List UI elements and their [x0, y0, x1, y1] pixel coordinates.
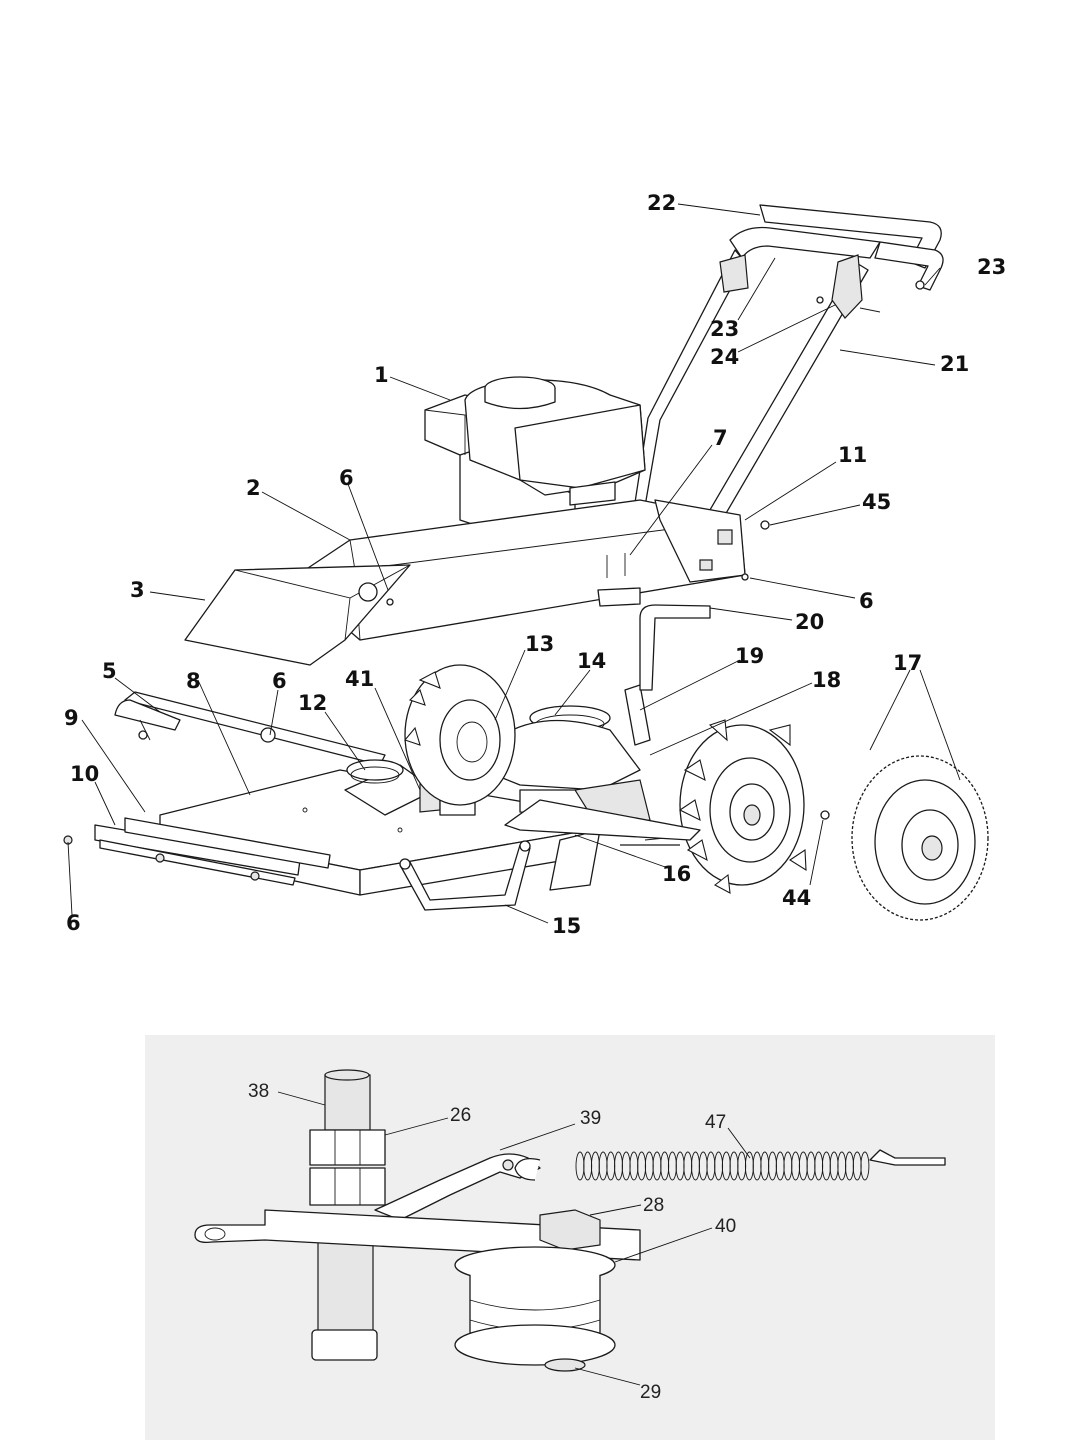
callout-6-top: 6: [339, 466, 354, 490]
callout-21: 21: [940, 352, 969, 376]
tie-rod: [114, 691, 386, 766]
tension-arm: [374, 1153, 541, 1221]
inset-detail-view: 38 26 39 47 28 40 29: [145, 1035, 995, 1440]
leader-lines: [67, 203, 961, 924]
inset-leader-lines: [277, 1091, 751, 1386]
callout-5: 5: [102, 659, 117, 683]
callout-23-right: 23: [977, 255, 1006, 279]
callout-13: 13: [525, 632, 554, 656]
callout-47: 47: [705, 1112, 726, 1133]
callout-38: 38: [248, 1081, 269, 1102]
wheel-rear-left: [404, 664, 516, 806]
main-exploded-view: 22 23 23 24 21 1 7 11 2 6 45 3 6 20 13 1…: [63, 191, 1006, 938]
callout-15: 15: [552, 914, 581, 938]
callout-7: 7: [713, 426, 728, 450]
idler-pulley: [454, 1246, 616, 1372]
callout-22: 22: [647, 191, 676, 215]
pivot-shaft: [309, 1069, 386, 1361]
callout-26: 26: [450, 1105, 471, 1126]
blade-bars: [63, 817, 331, 886]
callout-8: 8: [186, 669, 201, 693]
callout-29: 29: [640, 1382, 661, 1403]
callout-23-left: 23: [710, 317, 739, 341]
spring-coil: [860, 1151, 870, 1181]
callout-14: 14: [577, 649, 606, 673]
callout-24: 24: [710, 345, 739, 369]
callout-41: 41: [345, 667, 374, 691]
callout-45: 45: [862, 490, 891, 514]
callout-18: 18: [812, 668, 841, 692]
callout-9: 9: [64, 706, 79, 730]
callout-39: 39: [580, 1108, 601, 1129]
callout-3: 3: [130, 578, 145, 602]
callout-17: 17: [893, 651, 922, 675]
knobby-wheel: [851, 755, 989, 921]
main-frame: [504, 799, 701, 841]
front-guard: [184, 564, 411, 666]
callout-2: 2: [246, 476, 261, 500]
callout-19: 19: [735, 644, 764, 668]
callout-12: 12: [298, 691, 327, 715]
drive-wheel: [678, 719, 830, 894]
main-callouts: 22 23 23 24 21 1 7 11 2 6 45 3 6 20 13 1…: [64, 191, 1006, 938]
callout-6-bottom: 6: [66, 911, 81, 935]
callout-16: 16: [662, 862, 691, 886]
callout-28: 28: [643, 1195, 664, 1216]
callout-6-right: 6: [859, 589, 874, 613]
callout-10: 10: [70, 762, 99, 786]
tension-spring: [575, 1151, 870, 1181]
callout-44: 44: [782, 886, 811, 910]
callout-11: 11: [838, 443, 867, 467]
callout-1: 1: [374, 363, 389, 387]
spring-hook-left: [514, 1157, 541, 1181]
callout-6-deck: 6: [272, 669, 287, 693]
callout-40: 40: [715, 1216, 736, 1237]
inset-callouts: 38 26 39 47 28 40 29: [248, 1081, 736, 1403]
callout-20: 20: [795, 610, 824, 634]
spring-hook-right: [869, 1149, 946, 1166]
skid-bar: [399, 840, 531, 911]
